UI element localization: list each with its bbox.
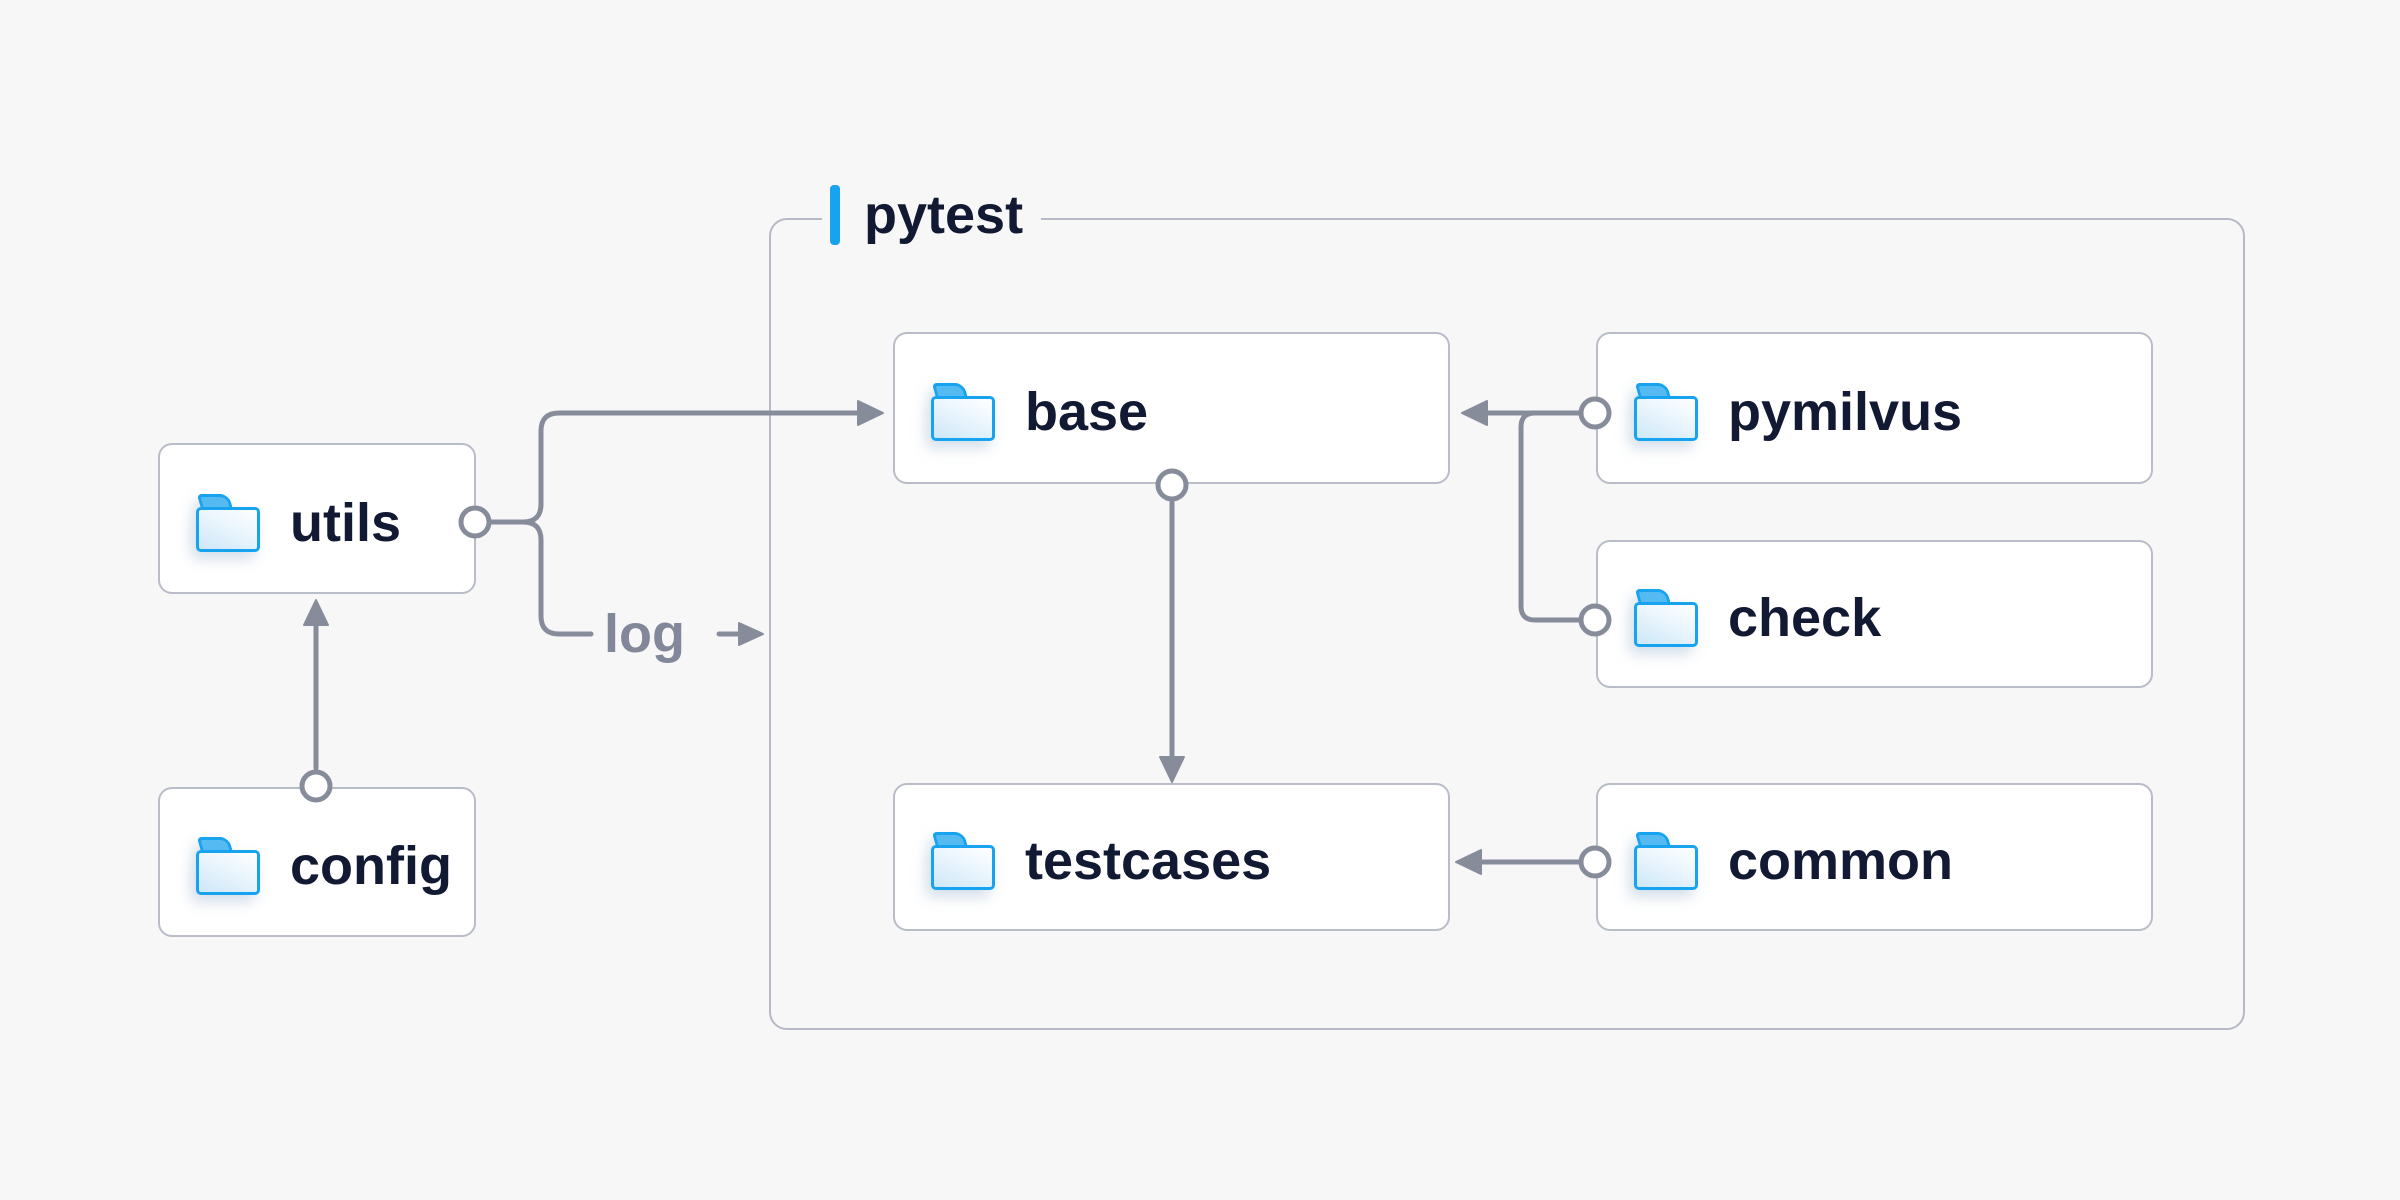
node-label: base	[1025, 382, 1149, 442]
folder-icon	[1634, 589, 1698, 647]
folder-icon	[1634, 383, 1698, 441]
node-label: config	[290, 836, 452, 896]
node-pymilvus: pymilvus	[1596, 332, 2153, 484]
node-config: config	[158, 787, 476, 937]
folder-body	[196, 850, 260, 895]
edge-config-to-utils	[299, 599, 333, 803]
pytest-group-label: pytest	[822, 182, 1042, 248]
node-testcases: testcases	[893, 783, 1450, 931]
node-base: base	[893, 332, 1450, 484]
folder-body	[1634, 602, 1698, 647]
node-label: pymilvus	[1728, 382, 1963, 442]
accent-bar-icon	[830, 185, 840, 245]
edge-line-to-log	[520, 519, 594, 637]
node-utils: utils	[158, 443, 476, 594]
edge-label-log: log	[604, 604, 685, 664]
folder-icon	[196, 493, 260, 552]
pytest-group-box	[769, 218, 2245, 1030]
folder-body	[196, 506, 260, 552]
folder-icon	[931, 383, 995, 441]
pytest-group-title: pytest	[864, 185, 1024, 245]
folder-icon	[1634, 832, 1698, 890]
folder-icon	[931, 832, 995, 890]
node-check: check	[1596, 540, 2153, 688]
arrowhead	[303, 599, 329, 626]
node-label: common	[1728, 831, 1954, 891]
node-label: check	[1728, 588, 1882, 648]
node-common: common	[1596, 783, 2153, 931]
folder-icon	[196, 837, 260, 895]
folder-body	[931, 396, 995, 441]
folder-body	[1634, 396, 1698, 441]
folder-body	[1634, 845, 1698, 890]
node-label: testcases	[1025, 831, 1272, 891]
folder-body	[931, 845, 995, 890]
node-label: utils	[290, 492, 402, 553]
arrowhead	[738, 622, 764, 646]
